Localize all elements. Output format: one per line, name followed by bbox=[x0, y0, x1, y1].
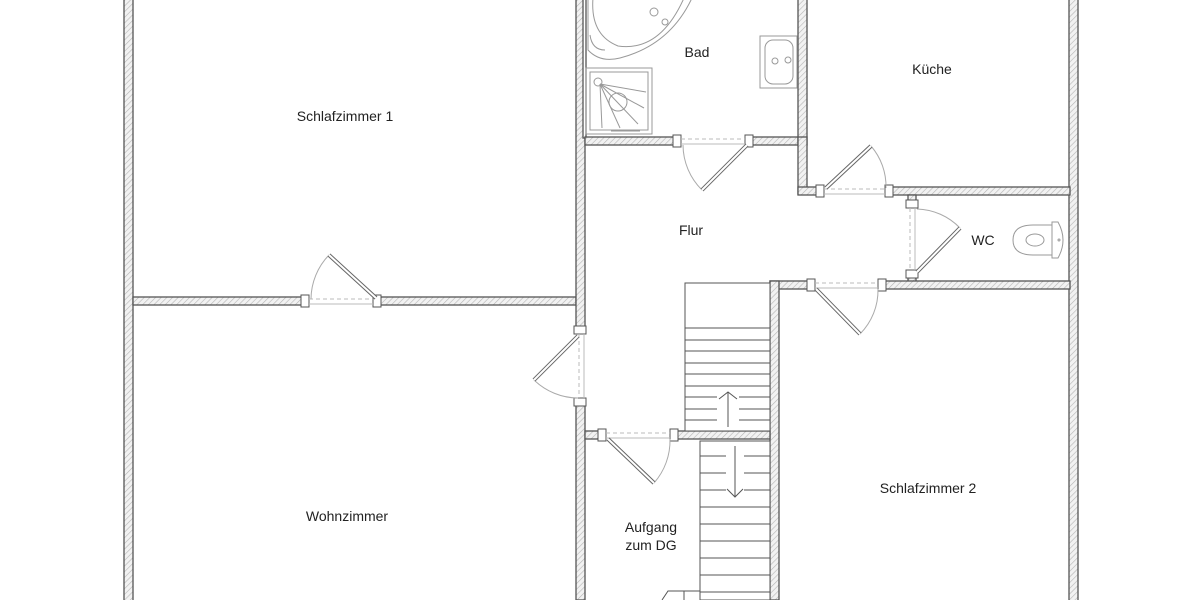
toilet-icon bbox=[1012, 221, 1064, 259]
wall-sz1-wz-left bbox=[132, 296, 306, 306]
bathtub-icon bbox=[587, 0, 692, 60]
wall-outer-left bbox=[123, 0, 134, 600]
room-label-wc: WC bbox=[971, 232, 995, 248]
door-kueche bbox=[824, 144, 887, 190]
stair-down bbox=[661, 440, 771, 600]
doors bbox=[310, 143, 962, 485]
door-sz1-wz bbox=[310, 253, 378, 300]
wall-bad-bottom-left bbox=[584, 136, 678, 146]
room-label-bad: Bad bbox=[684, 44, 710, 60]
wall-kueche-left bbox=[797, 136, 808, 195]
room-label-kueche: Küche bbox=[912, 61, 952, 77]
walls bbox=[123, 0, 1079, 600]
room-label-schlafzimmer-1: Schlafzimmer 1 bbox=[296, 108, 394, 124]
wall-aufgang-top-right bbox=[675, 430, 771, 440]
wall-bad-right bbox=[797, 0, 808, 146]
wall-sz1-wz-right bbox=[379, 296, 577, 306]
door-wz-flur bbox=[532, 334, 580, 399]
wall-sz2-left bbox=[769, 280, 780, 600]
door-aufgang bbox=[606, 437, 671, 485]
washbasin-icon bbox=[759, 35, 798, 89]
room-label-schlafzimmer-2: Schlafzimmer 2 bbox=[879, 480, 977, 496]
wall-outer-right bbox=[1068, 0, 1079, 600]
shower-icon bbox=[585, 67, 653, 135]
room-label-wohnzimmer: Wohnzimmer bbox=[305, 508, 389, 524]
door-jambs bbox=[300, 134, 919, 442]
door-thresholds bbox=[309, 138, 916, 439]
door-wc bbox=[915, 208, 962, 274]
wall-kueche-bottom-left bbox=[797, 186, 819, 196]
wall-center-mid bbox=[575, 401, 586, 600]
door-bad bbox=[682, 143, 749, 192]
wall-kueche-bottom-right bbox=[889, 186, 1071, 196]
room-label-aufgang-line1: Aufgang bbox=[624, 519, 678, 535]
room-label-flur: Flur bbox=[678, 222, 704, 238]
door-sz2 bbox=[814, 287, 879, 336]
room-label-aufgang: Aufgang zum DG bbox=[606, 518, 696, 554]
room-label-aufgang-line2: zum DG bbox=[625, 537, 677, 553]
wall-wc-bottom bbox=[882, 280, 1071, 290]
stair-up bbox=[684, 282, 771, 432]
